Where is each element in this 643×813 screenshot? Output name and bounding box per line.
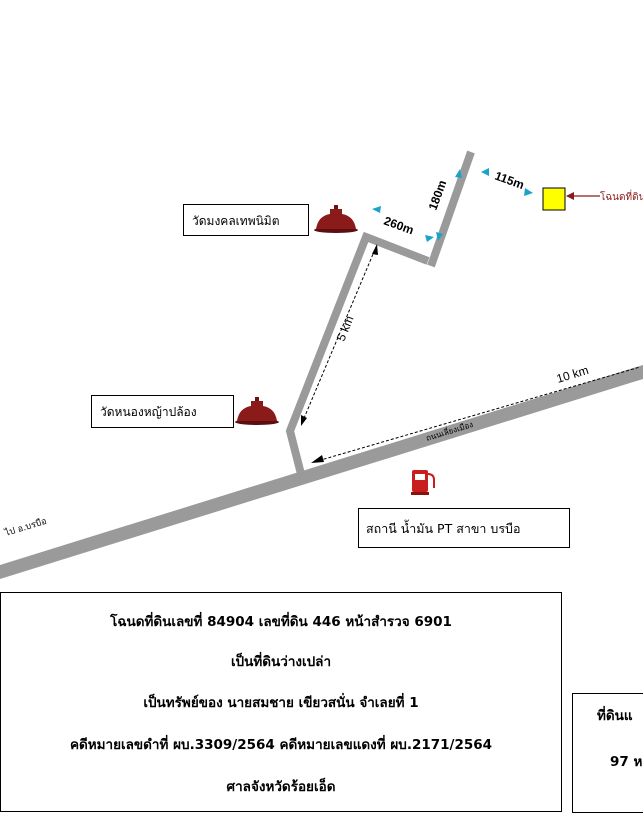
arrow-260m-left	[372, 206, 381, 213]
arrow-180m-bottom	[436, 232, 443, 241]
branch-road	[285, 231, 430, 475]
arrowhead-10km	[311, 455, 324, 463]
target-label: โฉนดที่ดิน	[600, 189, 643, 203]
distance-label-260m: 260m	[382, 214, 416, 238]
arrowhead-5km-top	[372, 244, 378, 255]
left-road-label: ไป อ.บรบือ	[3, 516, 48, 539]
distance-arrow-10km	[313, 366, 641, 463]
distance-label-10km: 10 km	[555, 363, 590, 386]
temple-icon-1	[314, 205, 358, 233]
property-info-box: โฉนดที่ดินเลขที่ 84904 เลขที่ดิน 446 หน้…	[0, 592, 562, 812]
side-info-line-2: 97 ห	[610, 754, 643, 770]
info-land-type-line: เป็นที่ดินว่างเปล่า	[230, 654, 332, 670]
info-court-line: ศาลจังหวัดร้อยเอ็ด	[226, 779, 336, 795]
main-road	[0, 365, 643, 579]
distance-label-115m: 115m	[493, 169, 526, 192]
gas-station-label: สถานี น้ำมัน PT สาขา บรบือ	[366, 521, 521, 536]
info-owner-line: เป็นทรัพย์ของ นายสมชาย เขียวสนั่น จำเลยท…	[143, 695, 419, 711]
distance-label-180m: 180m	[426, 178, 450, 212]
temple-2-label: วัดหนองหญ้าปล้อง	[100, 405, 197, 419]
side-info-box: ที่ดินแ 97 ห	[572, 693, 643, 813]
side-info-line-1: ที่ดินแ	[597, 708, 633, 724]
info-deed-line: โฉนดที่ดินเลขที่ 84904 เลขที่ดิน 446 หน้…	[110, 614, 452, 630]
info-case-line: คดีหมายเลขดำที่ ผบ.3309/2564 คดีหมายเลขแ…	[69, 737, 493, 753]
gas-station-label-box: สถานี น้ำมัน PT สาขา บรบือ	[358, 508, 570, 548]
target-pointer-arrowhead	[566, 192, 574, 200]
arrow-260m-right	[425, 235, 434, 242]
temple-2-label-box: วัดหนองหญ้าปล้อง	[91, 395, 234, 428]
arrow-180m-top	[455, 169, 462, 178]
fuel-pump-icon	[411, 470, 435, 495]
temple-1-label: วัดมงคลเทพนิมิต	[192, 214, 280, 228]
distance-arrow-5km	[301, 246, 377, 424]
arrow-115m-left	[481, 168, 489, 176]
arrowhead-5km-bottom	[301, 415, 307, 426]
temple-1-label-box: วัดมงคลเทพนิมิต	[183, 204, 309, 236]
temple-icon-2	[235, 397, 279, 425]
target-land-marker	[542, 187, 566, 211]
side-road	[427, 150, 475, 268]
arrow-115m-right	[524, 188, 533, 196]
